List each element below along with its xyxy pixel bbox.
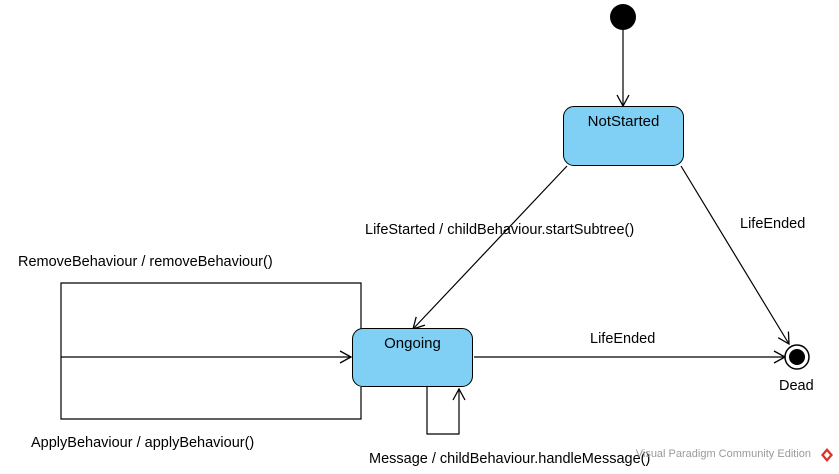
- initial-state-node: [610, 4, 636, 30]
- watermark-text: Visual Paradigm Community Edition: [635, 448, 811, 460]
- final-state-label: Dead: [779, 378, 814, 394]
- state-not-started-label: NotStarted: [587, 113, 660, 130]
- state-ongoing[interactable]: Ongoing: [352, 328, 473, 387]
- transition-life-ended-top-arrow: [680, 165, 790, 346]
- transition-life-started-label: LifeStarted / childBehaviour.startSubtre…: [365, 222, 635, 238]
- transition-remove-behaviour-label: RemoveBehaviour / removeBehaviour(): [18, 254, 273, 270]
- transition-life-ended-bottom-label: LifeEnded: [590, 331, 656, 347]
- state-ongoing-label: Ongoing: [384, 335, 441, 352]
- state-not-started[interactable]: NotStarted: [563, 106, 684, 166]
- transition-message-label: Message / childBehaviour.handleMessage(): [369, 451, 651, 467]
- final-state-inner: [789, 349, 805, 365]
- transition-apply-behaviour-loop: [60, 357, 362, 420]
- transition-life-ended-top-label: LifeEnded: [740, 216, 806, 232]
- transition-remove-behaviour-loop: [60, 282, 362, 364]
- transition-message-loop: [426, 387, 466, 435]
- transition-apply-behaviour-label: ApplyBehaviour / applyBehaviour(): [31, 435, 255, 451]
- transition-life-started-arrow: [412, 165, 568, 330]
- visual-paradigm-logo-icon: [821, 448, 833, 462]
